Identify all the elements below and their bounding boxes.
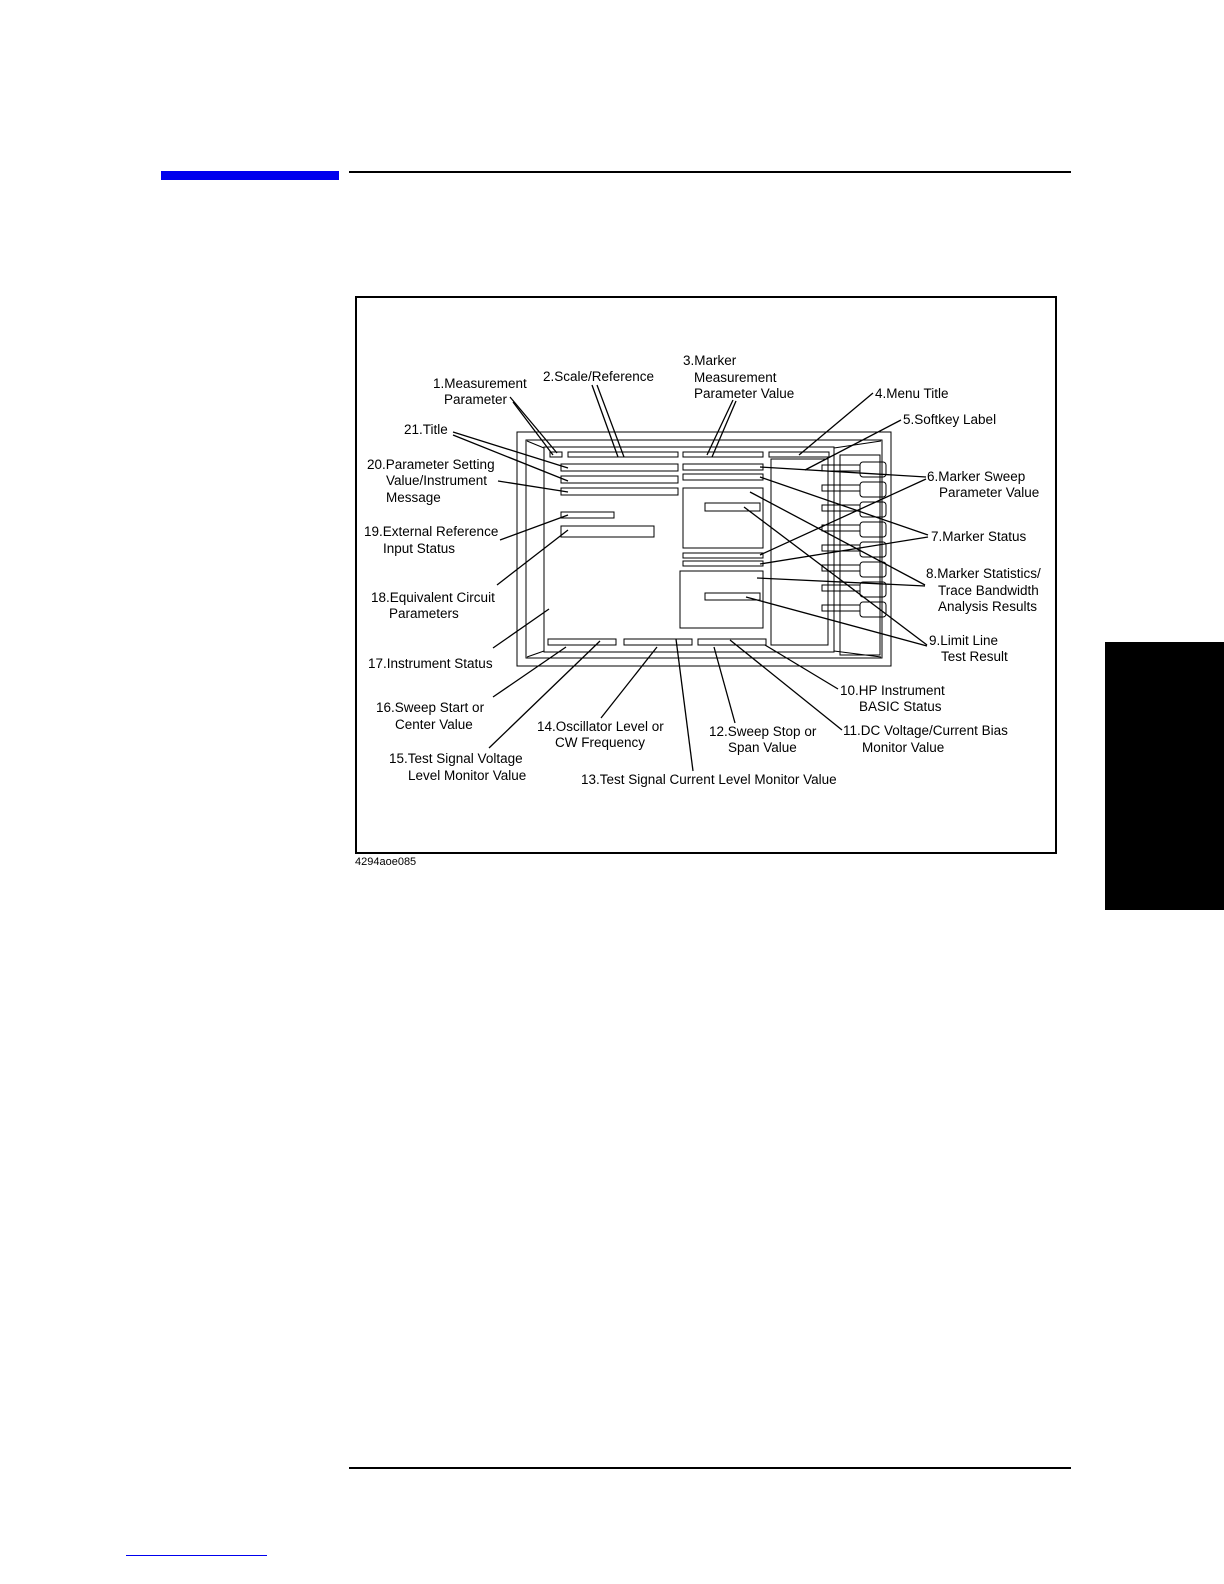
marker-stats-box-lower xyxy=(679,570,764,629)
instrument-outer xyxy=(516,431,892,667)
softkey-panel xyxy=(839,454,881,656)
callout-13: 13.Test Signal Current Level Monitor Val… xyxy=(581,772,837,787)
equiv-circuit-box xyxy=(560,525,655,538)
screen-area xyxy=(543,446,835,653)
marker-stats-box-upper xyxy=(682,487,764,549)
figure-frame xyxy=(355,296,1057,854)
callout-21: 21.Title xyxy=(404,422,448,437)
softkey xyxy=(859,601,887,618)
sweep-start-box xyxy=(547,638,617,646)
softkey xyxy=(859,521,887,538)
chapter-color-bar xyxy=(161,171,339,180)
callout-2: 2.Scale/Reference xyxy=(543,369,654,384)
header-rule xyxy=(349,171,1071,173)
callout-5: 5.Softkey Label xyxy=(903,412,996,427)
message-line xyxy=(560,487,679,496)
softkey-label-column xyxy=(770,458,829,646)
instrument-inner xyxy=(525,439,883,659)
marker-sweep-line xyxy=(682,463,764,471)
marker-value-box xyxy=(682,451,764,458)
scale-ref-box xyxy=(567,451,679,458)
limit-result-upper xyxy=(704,502,761,512)
footer-rule xyxy=(349,1467,1071,1469)
menu-title-box xyxy=(768,451,830,458)
marker-status-line-2 xyxy=(682,552,764,559)
param-setting-line xyxy=(560,475,679,484)
softkey xyxy=(859,481,887,498)
softkey xyxy=(859,581,887,598)
limit-result-lower xyxy=(704,592,761,601)
footer-link-underline xyxy=(126,1555,267,1556)
callout-4: 4.Menu Title xyxy=(875,386,949,401)
osc-level-box xyxy=(623,638,693,646)
softkey xyxy=(859,461,887,478)
figure-id: 4294aoe085 xyxy=(355,856,417,868)
callout-17: 17.Instrument Status xyxy=(368,656,493,671)
sweep-stop-box xyxy=(697,638,767,646)
marker-status-line-3 xyxy=(682,560,764,567)
softkey xyxy=(859,561,887,578)
marker-status-line xyxy=(682,473,764,481)
ext-ref-box xyxy=(560,511,615,519)
title-line xyxy=(560,463,679,472)
callout-7: 7.Marker Status xyxy=(931,529,1027,544)
chapter-side-tab xyxy=(1105,642,1224,910)
